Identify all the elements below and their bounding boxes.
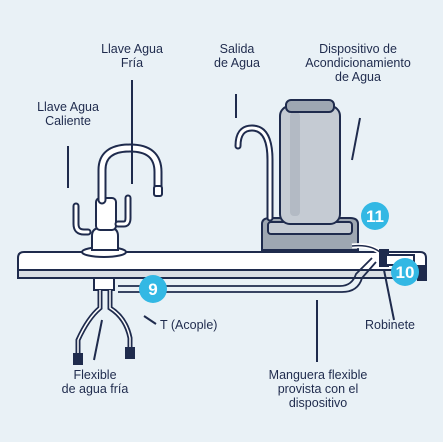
badge-10: 10 bbox=[391, 258, 419, 286]
label-water-outlet-line1: Salida bbox=[219, 42, 255, 56]
pointer-cold-hose bbox=[93, 319, 103, 361]
label-cold-hose-line2: de agua fría bbox=[61, 382, 129, 396]
label-hot-tap-line1: Llave Agua bbox=[37, 100, 99, 114]
label-device-hose-line3: dispositivo bbox=[288, 396, 348, 410]
label-valve-text: Robinete bbox=[364, 318, 416, 332]
label-device-line1: Dispositivo de bbox=[319, 42, 397, 56]
badge-11-number: 11 bbox=[366, 207, 384, 226]
label-valve: Robinete bbox=[352, 318, 428, 332]
label-device-hose: Manguera flexible provista con el dispos… bbox=[258, 368, 378, 410]
label-cold-tap-line1: Llave Agua bbox=[101, 42, 163, 56]
pointer-valve bbox=[383, 269, 395, 321]
pointer-t-coupling bbox=[143, 315, 157, 325]
label-t-coupling-text: T (Acople) bbox=[160, 318, 218, 332]
badge-11: 11 bbox=[361, 202, 389, 230]
label-hot-tap: Llave Agua Caliente bbox=[20, 100, 116, 128]
label-device-hose-line2: provista con el bbox=[277, 382, 359, 396]
label-conditioning-device: Dispositivo de Acondicionamiento de Agua bbox=[288, 42, 428, 84]
label-water-outlet-line2: de Agua bbox=[214, 56, 260, 70]
badge-9-number: 9 bbox=[148, 280, 157, 299]
flexible-hose bbox=[118, 257, 377, 293]
label-device-hose-line1: Manguera flexible bbox=[268, 368, 368, 382]
conditioning-device bbox=[234, 99, 384, 256]
mixer-faucet bbox=[72, 143, 163, 258]
t-coupling-assembly bbox=[73, 277, 135, 365]
pointer-lines bbox=[67, 80, 395, 362]
label-hot-tap-line2: Caliente bbox=[45, 114, 91, 128]
label-cold-tap: Llave Agua Fría bbox=[88, 42, 176, 70]
label-cold-hose: Flexible de agua fría bbox=[40, 368, 150, 396]
pointer-device bbox=[351, 117, 361, 161]
countertop bbox=[17, 251, 427, 279]
badge-9: 9 bbox=[139, 275, 167, 303]
badge-10-number: 10 bbox=[396, 263, 415, 282]
label-cold-tap-line2: Fría bbox=[120, 56, 144, 70]
label-cold-hose-line1: Flexible bbox=[73, 368, 117, 382]
label-device-line3: de Agua bbox=[335, 70, 381, 84]
label-t-coupling: T (Acople) bbox=[160, 318, 246, 332]
label-water-outlet: Salida de Agua bbox=[200, 42, 274, 70]
label-device-line2: Acondicionamiento bbox=[305, 56, 411, 70]
